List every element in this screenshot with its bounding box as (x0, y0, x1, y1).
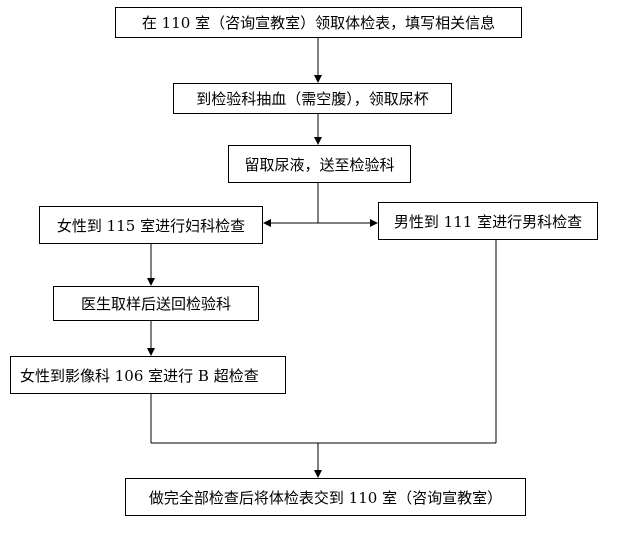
step-blood-test: 到检验科抽血（需空腹），领取尿杯 (173, 83, 452, 114)
step-female-ultrasound: 女性到影像科 106 室进行 B 超检查 (10, 356, 286, 394)
step-receive-form: 在 110 室（咨询宣教室）领取体检表，填写相关信息 (115, 7, 522, 38)
step-urine-sample: 留取尿液，送至检验科 (228, 145, 411, 183)
step-male-urology: 男性到 111 室进行男科检查 (378, 202, 598, 240)
step-sample-return: 医生取样后送回检验科 (53, 286, 259, 321)
step-female-gynecology: 女性到 115 室进行妇科检查 (39, 206, 263, 244)
step-submit-form: 做完全部检查后将体检表交到 110 室（咨询宣教室） (125, 478, 526, 516)
